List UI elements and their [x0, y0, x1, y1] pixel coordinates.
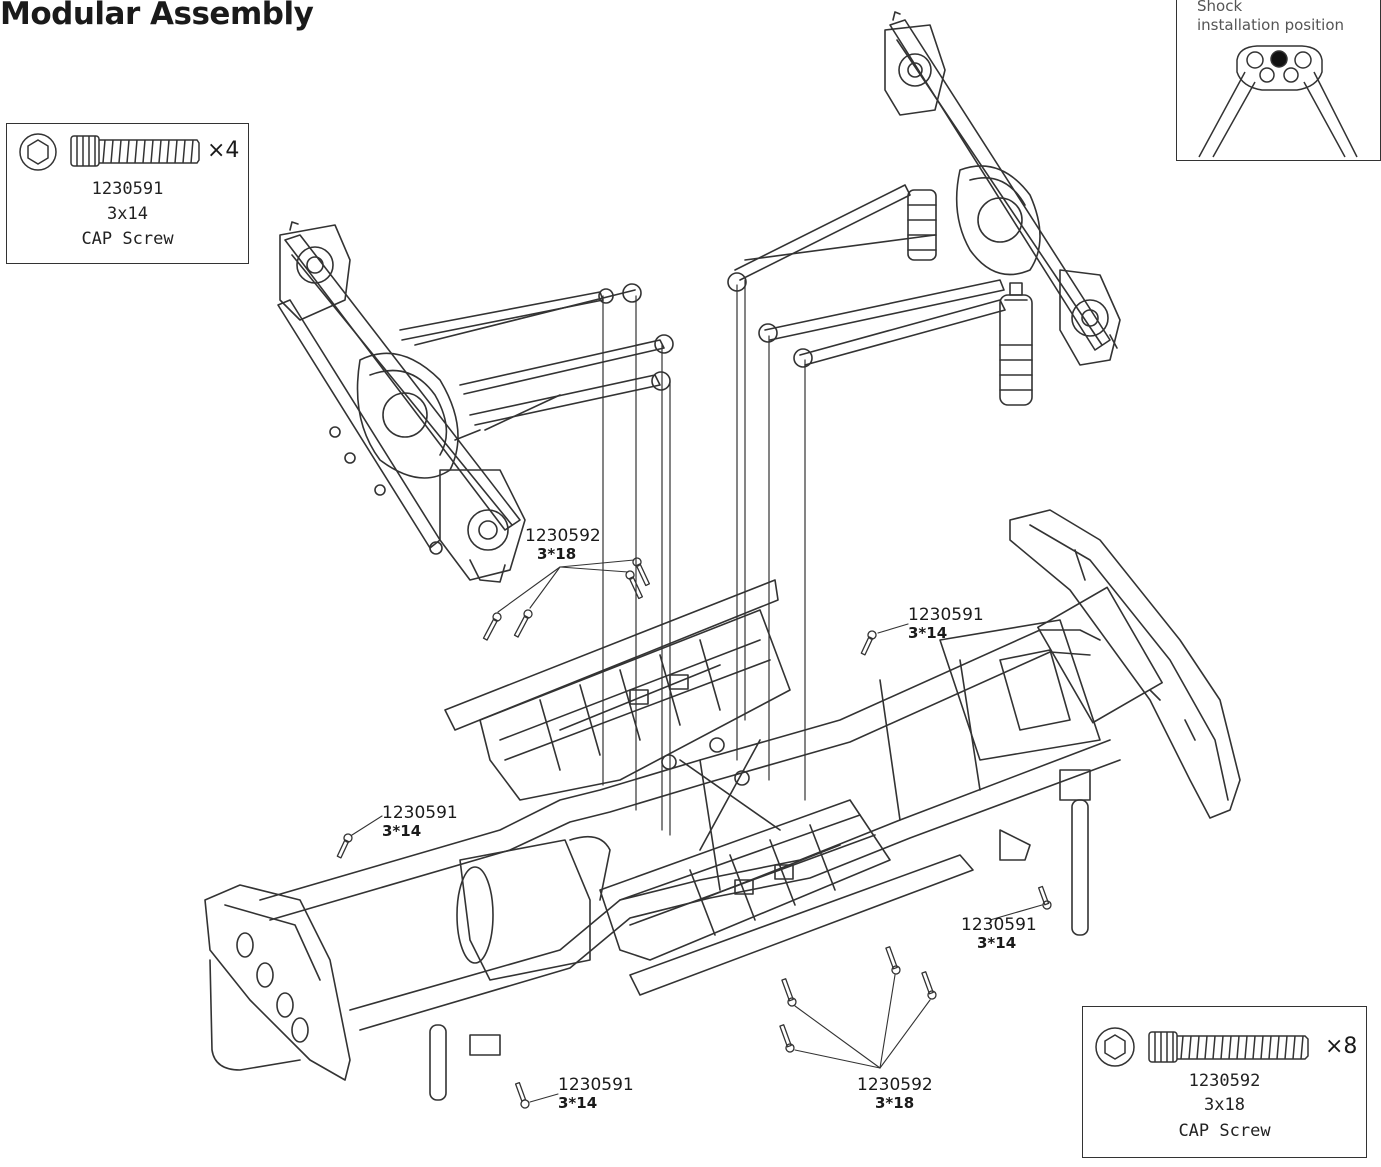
cap-screw-icon [1095, 1027, 1309, 1067]
shock-label: Shock [1197, 0, 1243, 15]
quantity-label: ×8 [1325, 1034, 1358, 1059]
quantity-label: ×4 [207, 138, 240, 163]
callout-screw-3x14-bottom: 1230591 3*14 [558, 1075, 634, 1112]
part-name: CAP Screw [81, 229, 174, 249]
shock-mount-diagram [1198, 45, 1358, 158]
callout-screw-3x18-top: 1230592 3*18 [525, 526, 601, 563]
chassis-shocks [429, 769, 1091, 1101]
parts-box-screw-3x18: ×8 1230592 3x18 CAP Screw [1082, 1006, 1367, 1158]
cap-screw-icon [19, 133, 200, 171]
callout-screw-3x14-right: 1230591 3*14 [908, 605, 984, 642]
parts-box-screw-3x14: ×4 1230591 3x14 CAP Screw [6, 123, 249, 264]
guide-lines [602, 279, 806, 836]
part-number: 1230591 [91, 179, 164, 199]
callout-screw-3x18-bottom: 1230592 3*18 [857, 1075, 933, 1112]
screws [336, 557, 1052, 1109]
chassis-frame [204, 509, 1241, 1081]
installation-position-label: installation position [1197, 16, 1345, 34]
shock-installation-inset: Shock installation position [1176, 0, 1381, 161]
part-size: 3x14 [107, 204, 148, 224]
part-number: 1230592 [1188, 1071, 1261, 1091]
side-steps [444, 579, 974, 996]
part-name: CAP Screw [1178, 1121, 1271, 1141]
callout-screw-3x14-left: 1230591 3*14 [382, 803, 458, 840]
rear-axle-assembly [727, 11, 1121, 406]
leader-lines [351, 559, 1043, 1103]
page-title: Modular Assembly [0, 0, 314, 32]
callout-screw-3x14-lower-right: 1230591 3*14 [961, 915, 1037, 952]
part-size: 3x18 [1204, 1095, 1245, 1115]
front-axle-assembly [277, 221, 674, 583]
